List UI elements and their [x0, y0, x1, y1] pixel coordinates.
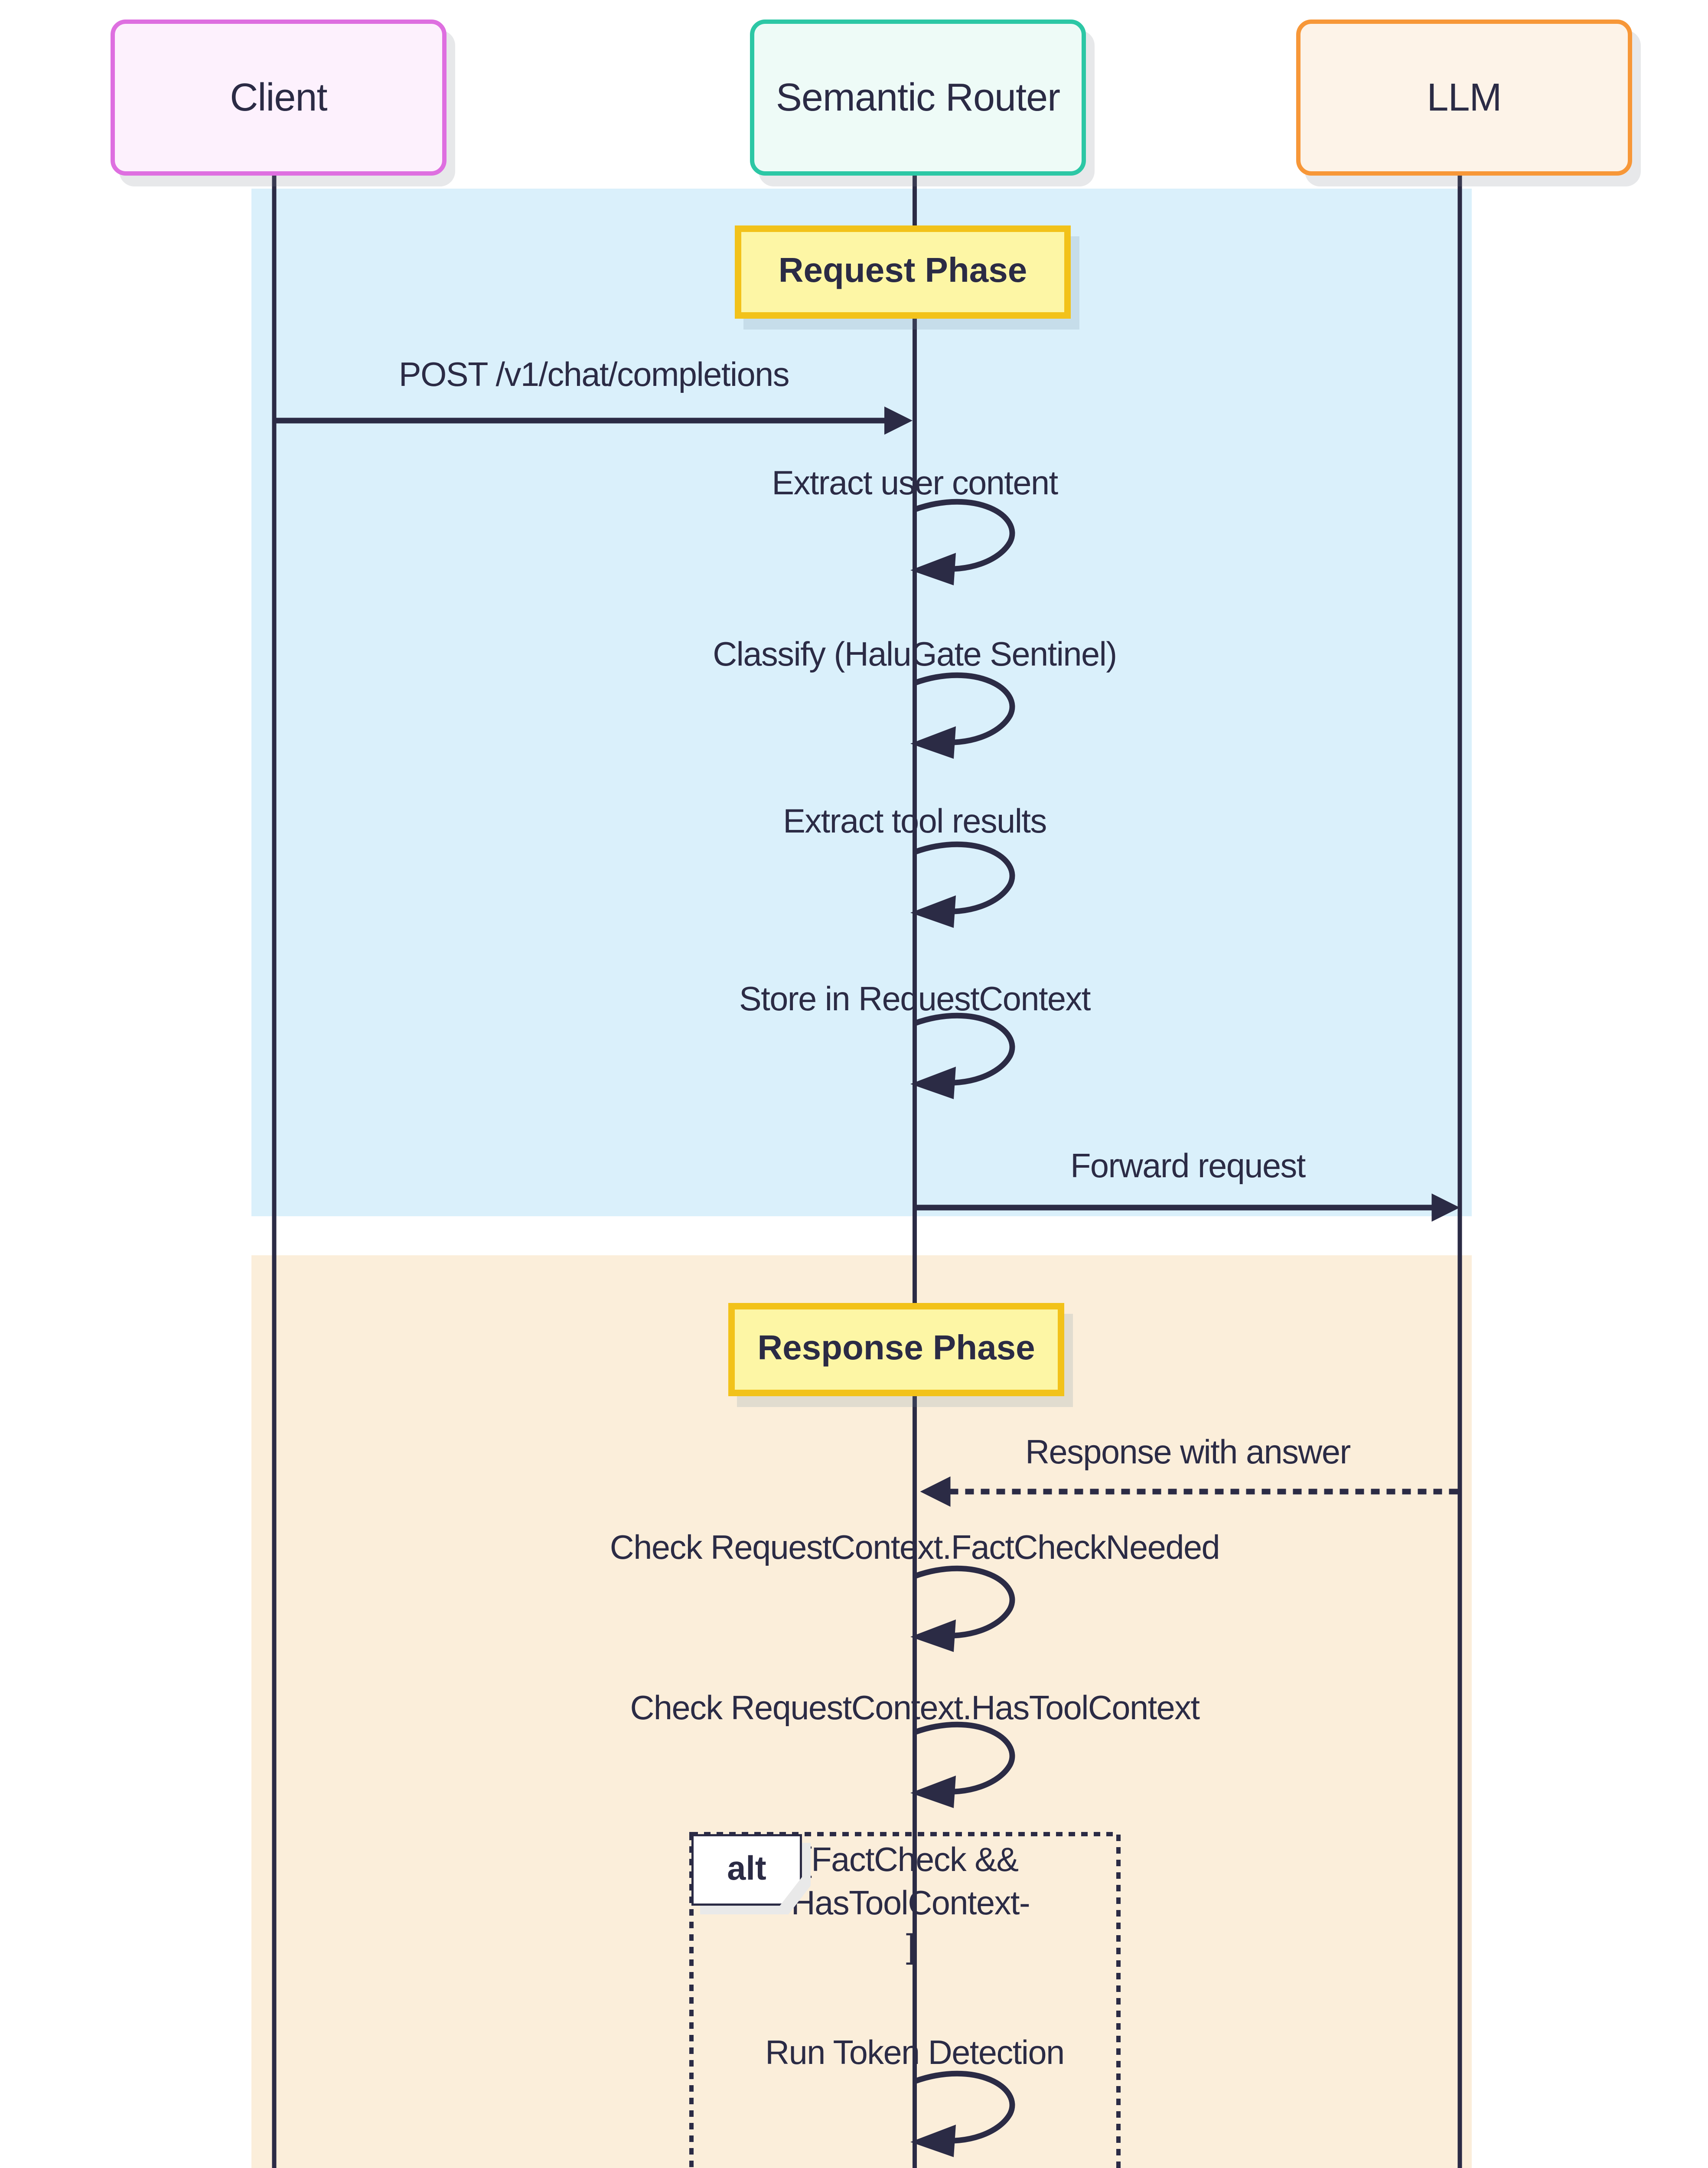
message-check-factcheck: Check RequestContext.FactCheckNeeded: [610, 1531, 1220, 1567]
message-post: POST /v1/chat/completions: [398, 358, 790, 395]
arrow-post-request: [276, 406, 913, 435]
message-forward: Forward request: [1070, 1149, 1306, 1186]
response-phase-label: Response Phase: [728, 1303, 1064, 1396]
alt-condition-1-line2: HasToolContext-: [791, 1886, 1030, 1923]
alt-condition-1-line3: ]: [906, 1930, 916, 1966]
request-phase-label: Request Phase: [735, 225, 1071, 319]
arrowhead-icon: [884, 406, 913, 435]
arrowhead-icon: [910, 1067, 956, 1099]
self-loop-check-factcheck: [910, 1565, 1015, 1652]
message-check-hastool: Check RequestContext.HasToolContext: [630, 1691, 1200, 1728]
arrowhead-icon: [910, 553, 956, 585]
alt-condition-1-line1: [FactCheck &&: [802, 1843, 1019, 1880]
request-phase-band: [251, 189, 1472, 1216]
arrow-response-answer: [920, 1476, 1458, 1507]
message-classify: Classify (HaluGate Sentinel): [713, 637, 1117, 674]
self-loop-classify: [910, 672, 1015, 759]
actor-client-top: Client: [111, 20, 447, 176]
arrowhead-icon: [910, 1619, 956, 1652]
arrowhead-icon: [910, 726, 956, 759]
alt-condition-1: [FactCheck && HasToolContext- ]: [650, 1841, 1170, 1971]
self-loop-check-hastool: [910, 1721, 1015, 1808]
message-store: Store in RequestContext: [739, 982, 1091, 1019]
actor-router-top: Semantic Router: [750, 20, 1086, 176]
self-loop-run-token: [910, 2070, 1015, 2157]
arrowhead-icon: [910, 1776, 956, 1808]
arrow-forward-request: [917, 1193, 1460, 1222]
arrowhead-icon: [920, 1476, 951, 1507]
response-phase-band: [251, 1255, 1472, 2168]
message-extract-user: Extract user content: [772, 466, 1058, 503]
message-extract-tool: Extract tool results: [783, 804, 1047, 841]
message-response-answer: Response with answer: [1025, 1435, 1351, 1472]
self-loop-extract-tool: [910, 841, 1015, 928]
arrowhead-icon: [910, 2125, 956, 2157]
arrowhead-icon: [910, 895, 956, 928]
actor-llm-top: LLM: [1296, 20, 1632, 176]
self-loop-extract-user: [910, 499, 1015, 585]
self-loop-store: [910, 1012, 1015, 1099]
alt-label: alt: [691, 1834, 802, 1906]
arrowhead-icon: [1431, 1193, 1460, 1222]
message-run-token: Run Token Detection: [765, 2036, 1065, 2073]
